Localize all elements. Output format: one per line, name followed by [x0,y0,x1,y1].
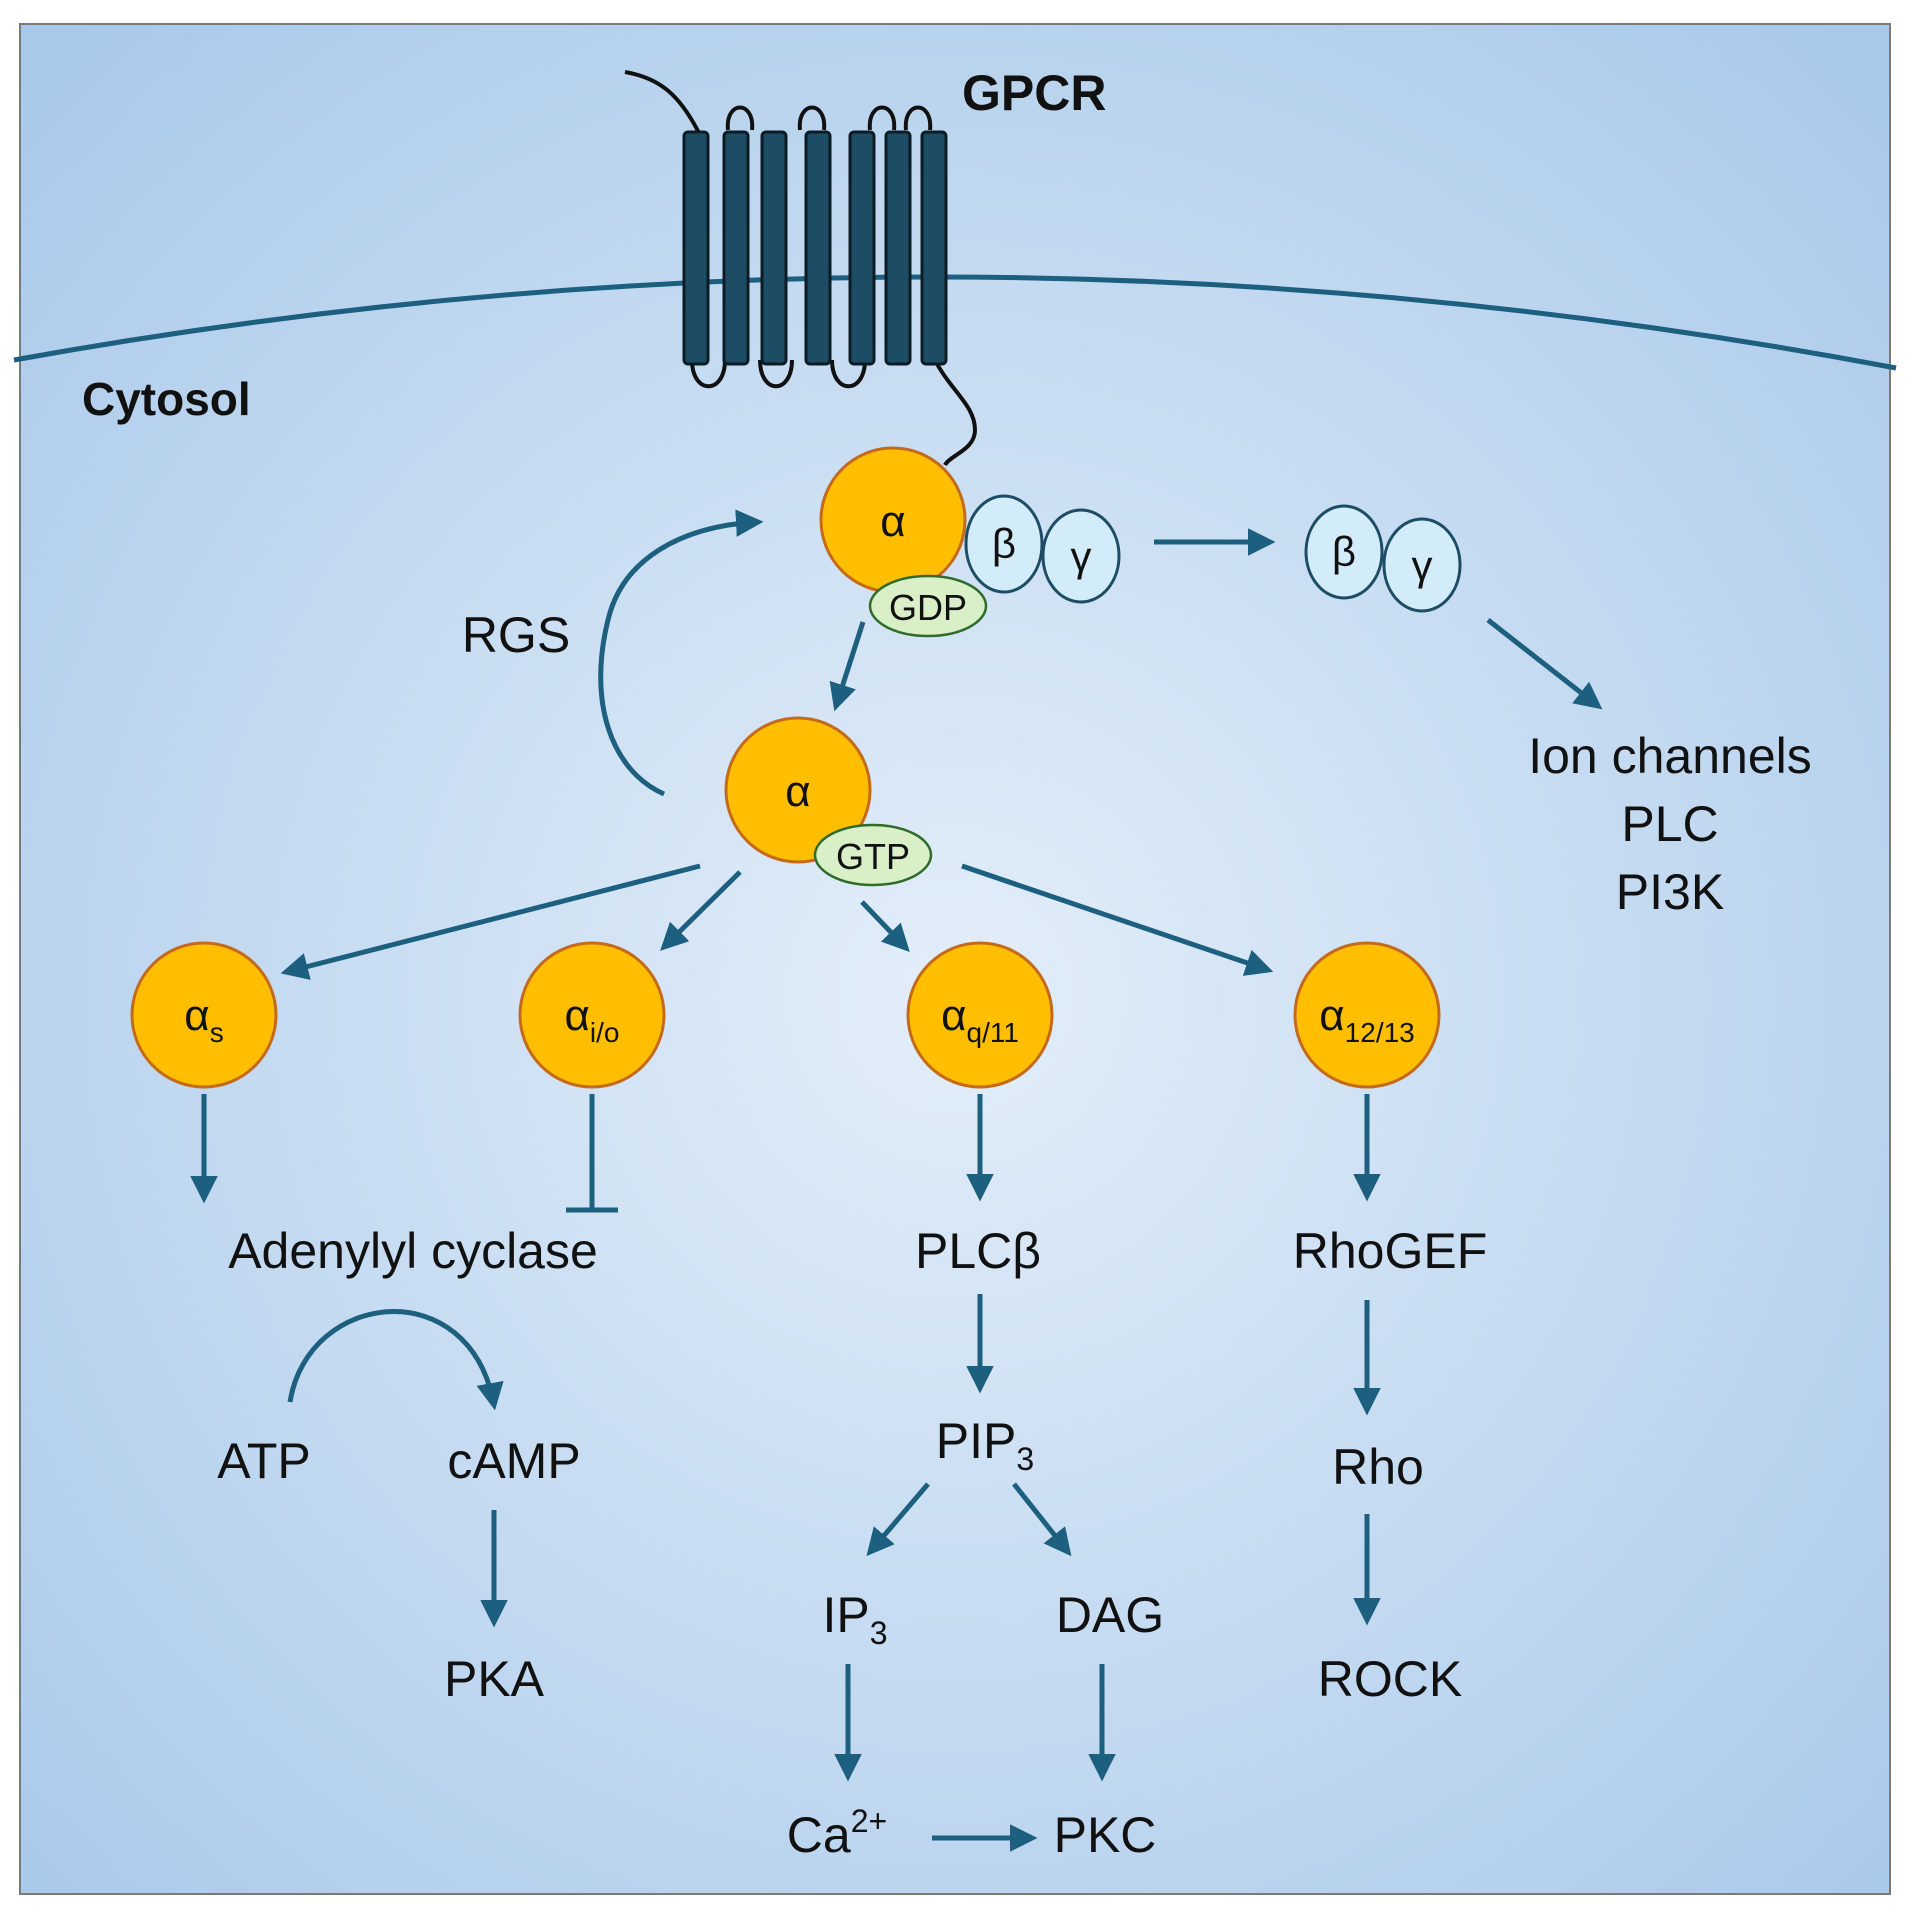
rho-label: Rho [1332,1439,1424,1495]
to-alpha-q11-arrow [860,900,910,952]
pi3k-label: PI3K [1616,864,1724,920]
ip3-label: IP3 [822,1587,887,1651]
rgs-arrow [598,509,764,797]
plasma-membrane [13,274,1897,371]
gamma-label-free: γ [1412,542,1433,589]
beta-label-free: β [1332,528,1356,575]
pathway-arrows [190,509,1603,1852]
gamma-subunit-free [1382,517,1462,613]
gamma-label: γ [1071,533,1092,580]
gdp-label: GDP [889,587,967,628]
heterotrimeric-g-protein: α β γ GDP [819,446,1121,638]
rock-label: ROCK [1318,1651,1462,1707]
alpha-label-active: α [785,767,810,816]
free-beta-gamma: β γ [1304,504,1462,613]
pip3-label: PIP3 [936,1413,1034,1477]
beta-gamma-effectors-arrow [1486,618,1603,710]
plcb-label: PLCβ [915,1223,1041,1279]
camp-label: cAMP [447,1433,580,1489]
adenylyl-cyclase-label: Adenylyl cyclase [228,1223,598,1279]
gtp-label: GTP [836,836,910,877]
beta-subunit [964,494,1044,594]
gpcr-label: GPCR [962,65,1106,121]
gamma-subunit [1041,508,1121,604]
ion-channels-label: Ion channels [1528,728,1812,784]
pkc-label: PKC [1054,1807,1157,1863]
rhogef-label: RhoGEF [1293,1223,1488,1279]
alpha-q11-node: αq/11 [906,941,1054,1089]
alpha-io-label: αi/o [564,991,619,1048]
gpcr-receptor [624,70,978,467]
pip3-to-ip3-arrow [866,1482,930,1557]
ca2-label: Ca2+ [787,1803,887,1863]
alpha-s-label: αs [184,991,223,1048]
alpha-subunit-gtp [724,716,872,864]
to-alpha-1213-arrow [961,863,1274,976]
pka-label: PKA [444,1651,545,1707]
alpha-q11-label: αq/11 [941,991,1019,1048]
atp-to-camp-arrow [287,1309,504,1411]
gdp-to-gtp-arrow [829,621,866,712]
alpha-io-node: αi/o [518,941,666,1089]
beta-label: β [992,520,1016,567]
cytosol-label: Cytosol [82,373,251,425]
atp-label: ATP [217,1433,311,1489]
rgs-label: RGS [462,607,570,663]
alpha-1213-label: α12/13 [1319,991,1415,1048]
plc-label: PLC [1621,796,1718,852]
dag-label: DAG [1056,1587,1164,1643]
alpha-1213-node: α12/13 [1293,941,1441,1089]
gtp-badge [813,823,933,887]
alpha-label: α [880,497,905,546]
to-alpha-s-arrow [280,863,701,980]
to-alpha-io-arrow [660,870,742,951]
active-alpha-gtp: α GTP [724,716,933,887]
pip3-to-dag-arrow [1012,1482,1072,1557]
beta-subunit-free [1304,504,1384,600]
alpha-s-node: αs [130,941,278,1089]
gdp-badge [868,574,988,638]
